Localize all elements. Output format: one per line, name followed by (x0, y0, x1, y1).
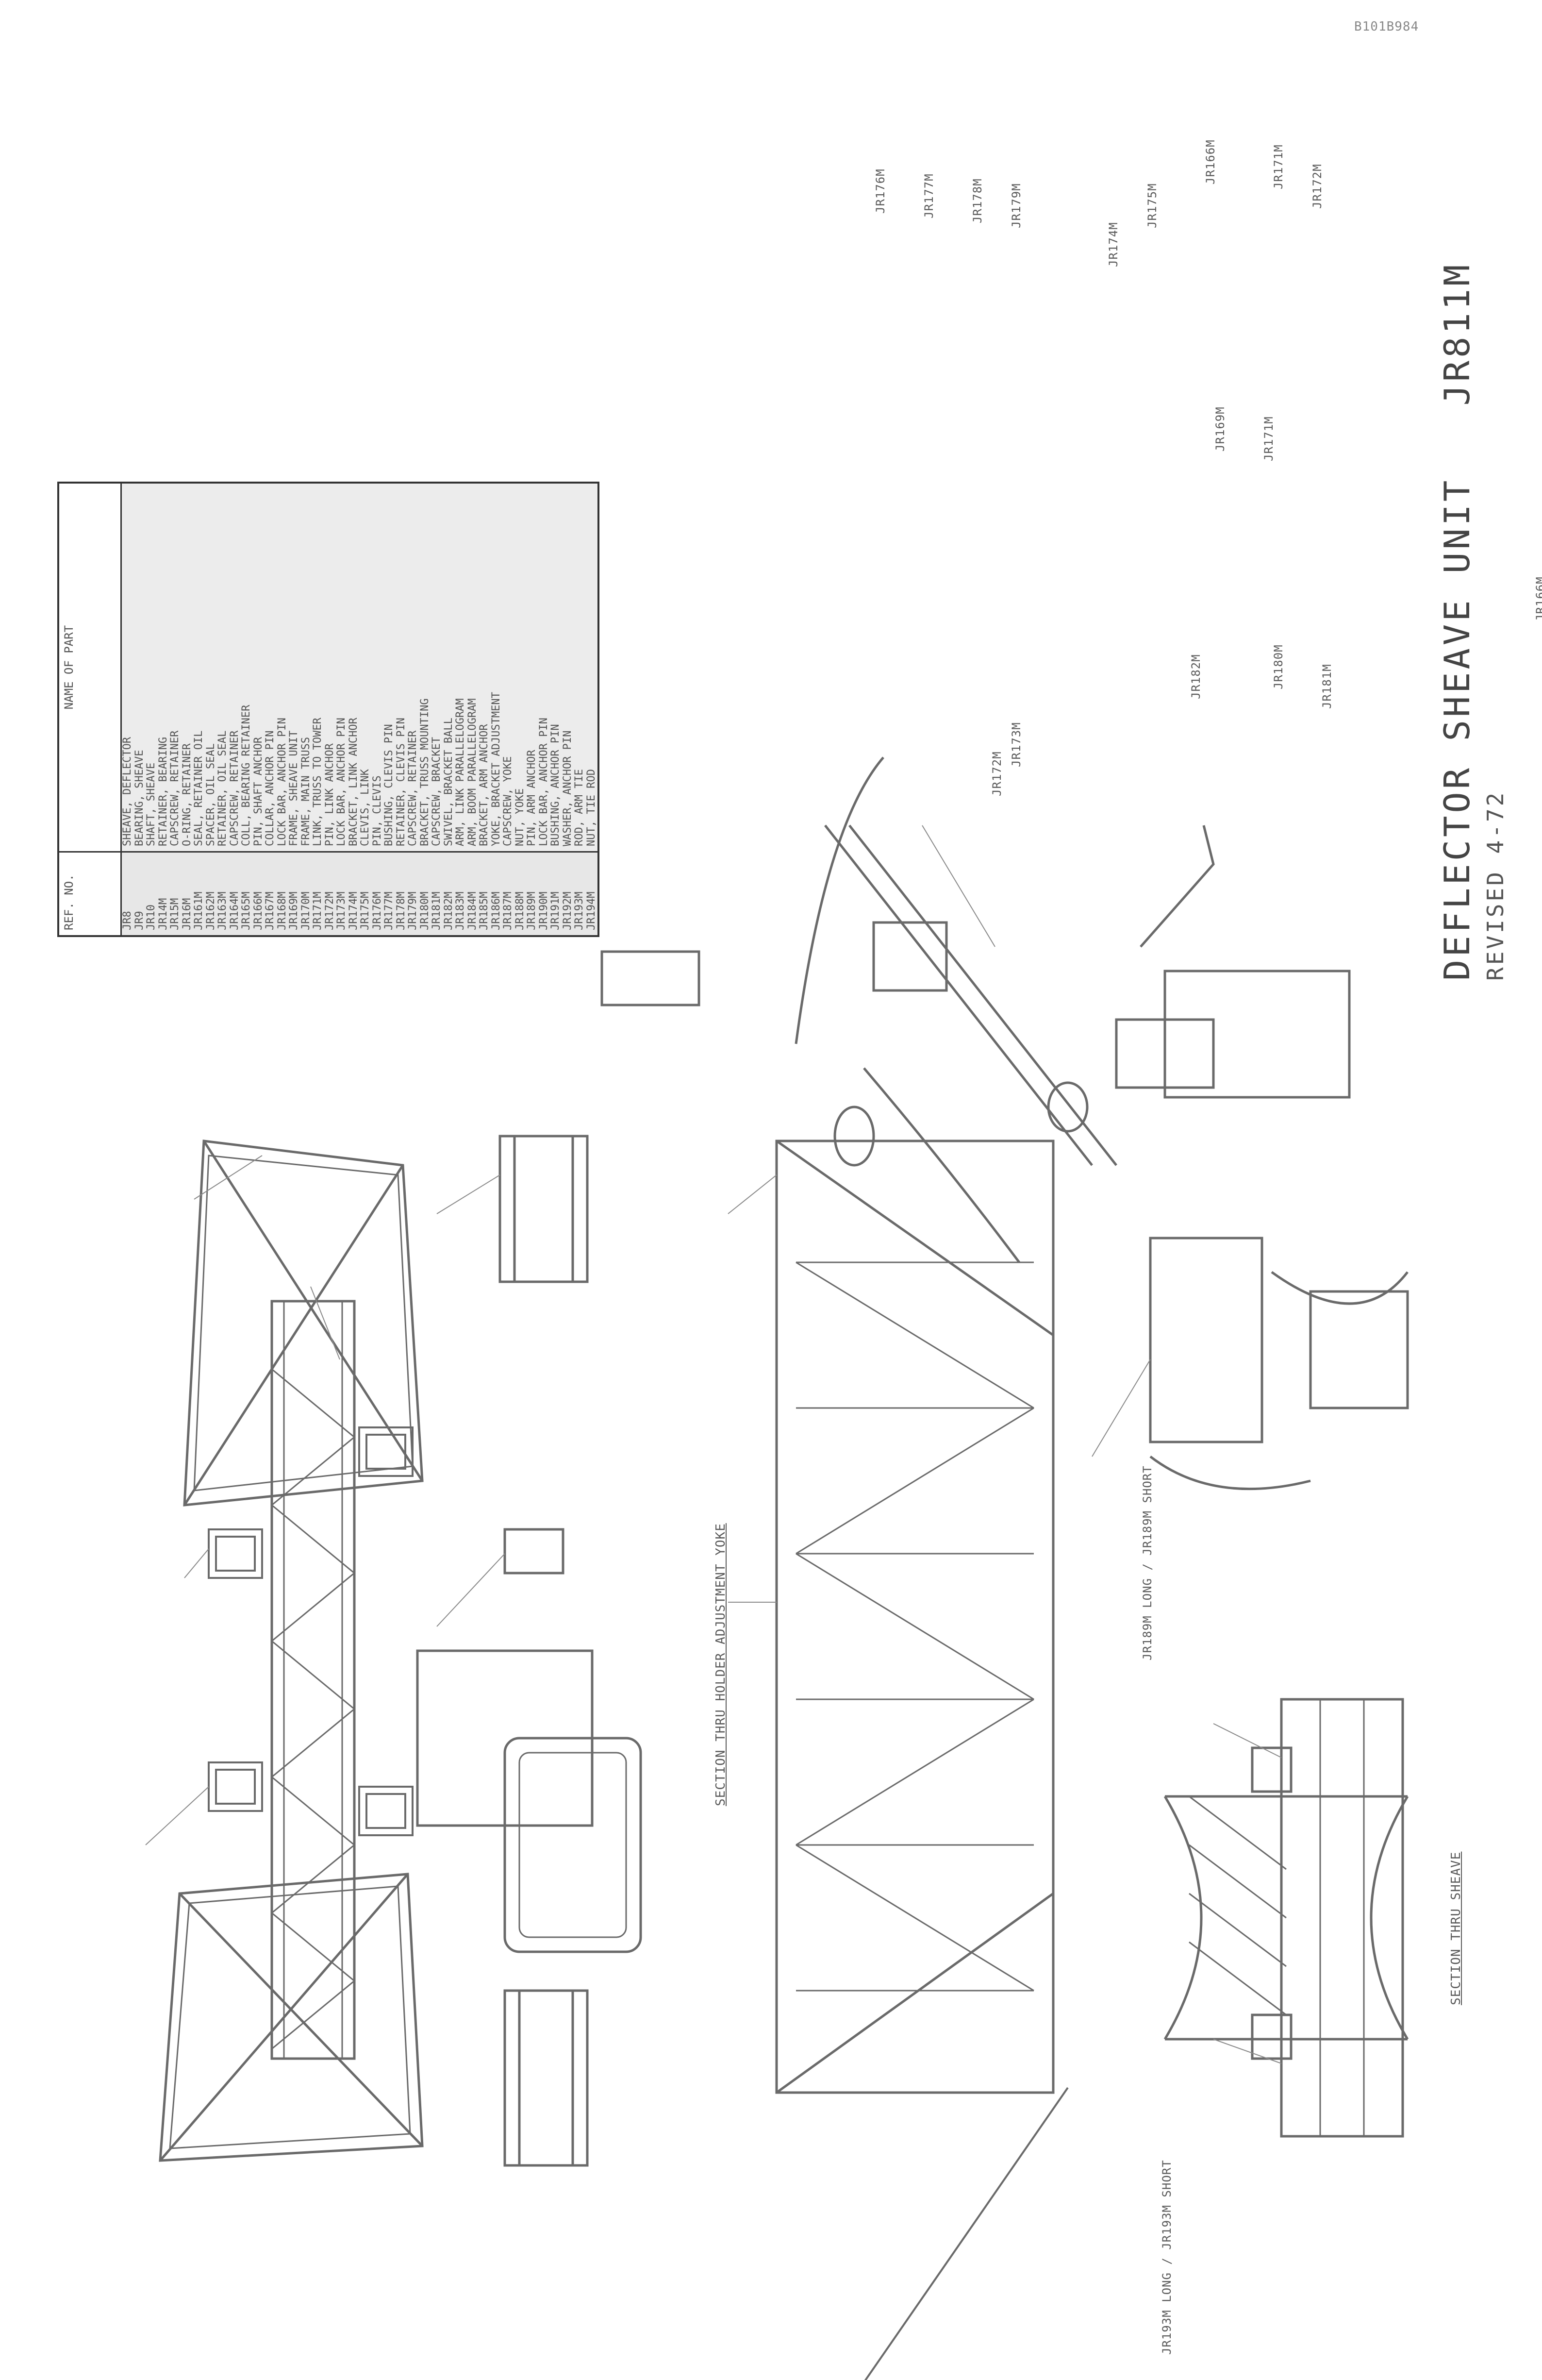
part-callout: JR178M (971, 178, 984, 223)
part-callout: JR180M (1272, 644, 1285, 689)
section-label-pin: JR189M LONG / JR189M SHORT (1141, 1465, 1154, 1660)
clevis-section (1149, 970, 1409, 1491)
main-truss-lower (775, 824, 1117, 2380)
leader-lines (145, 825, 1282, 2064)
sheave-section (1163, 1698, 1409, 2138)
document-id: B101B984 (1354, 19, 1419, 34)
part-callout: JR172M (1310, 164, 1324, 209)
bracket-sections (416, 950, 700, 2167)
upper-frame-left (183, 1140, 424, 1507)
part-callout: JR179M (1010, 183, 1023, 228)
section-label-rod: JR193M LONG / JR193M SHORT (1160, 2160, 1174, 2355)
part-callout: JR182M (1189, 654, 1203, 699)
section-label-yoke: SECTION THRU HOLDER ADJUSTMENT YOKE (713, 1523, 728, 1806)
part-callout: JR166M (1204, 139, 1217, 184)
main-truss-upper (270, 1300, 356, 2060)
sheave-units-upper (208, 1426, 414, 1836)
part-callout: JR169M (1213, 406, 1227, 452)
part-callout: JR181M (1320, 664, 1334, 709)
part-callout: JR166M (1534, 576, 1542, 621)
part-callout: JR174M (1107, 222, 1120, 267)
part-callout: JR171M (1272, 144, 1285, 189)
upper-frame-right (159, 1873, 424, 2162)
link-assemblies (795, 756, 1215, 1263)
part-callout: JR173M (1010, 722, 1023, 767)
part-callout: JR175M (1145, 183, 1159, 228)
section-label-sheave: SECTION THRU SHEAVE (1449, 1851, 1463, 2005)
part-callout: JR171M (1262, 416, 1276, 461)
part-callout: JR177M (922, 173, 936, 218)
part-callout: JR172M (990, 751, 1004, 796)
part-callout: JR176M (874, 168, 887, 214)
